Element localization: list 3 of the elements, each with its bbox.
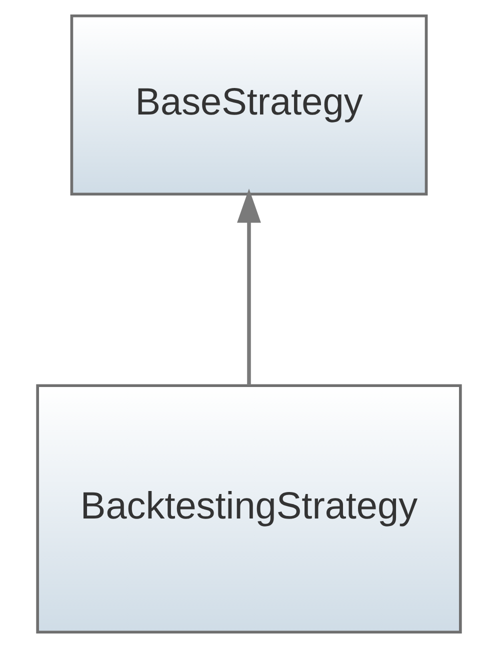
arrow: [237, 188, 261, 386]
node-box: BaseStrategy: [70, 14, 428, 196]
node-box: BacktestingStrategy: [36, 384, 462, 634]
